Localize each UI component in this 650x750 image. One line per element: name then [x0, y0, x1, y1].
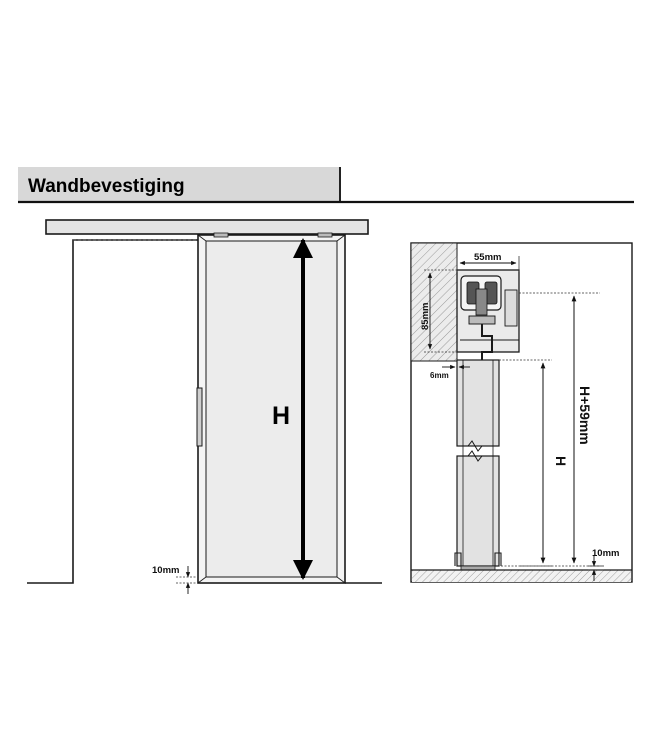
section-view: 55mm 85mm 6mm H H+59mm 10 [410, 242, 633, 583]
door-leaf-lower [456, 455, 500, 567]
rail-profile [456, 269, 520, 353]
total-height-label: H+59mm [577, 386, 593, 445]
width-label: 55mm [474, 252, 501, 263]
door-inner-panel [205, 240, 338, 578]
door-bevel-tr [336, 234, 346, 242]
hanger-nut [468, 315, 496, 325]
door-bevel-bl [197, 576, 207, 584]
wall-gap-label: 6mm [430, 371, 449, 380]
door-leaf-upper [456, 359, 500, 447]
height-label: H [272, 402, 290, 430]
hanger-left [213, 232, 229, 238]
floor-hatch [412, 570, 631, 582]
door-height-label: H [553, 456, 569, 466]
title-bar-fill [18, 167, 340, 202]
door-bevel-tl [197, 234, 207, 242]
page-title: Wandbevestiging [28, 176, 185, 197]
rail-height-label: 85mm [420, 303, 431, 330]
rail-front-lip [504, 289, 518, 327]
section-floor-gap-label: 10mm [592, 548, 619, 559]
front-rail [45, 219, 369, 235]
floor-guide [454, 552, 502, 566]
break-line-top [457, 440, 499, 452]
roller-axle [475, 288, 488, 316]
title-bar: Wandbevestiging [18, 167, 634, 204]
wall-opening-outline [27, 239, 199, 584]
break-line-bottom [457, 450, 499, 462]
front-view: H 10mm [27, 219, 382, 594]
front-floor-gap-label: 10mm [152, 565, 179, 576]
wall-block [410, 242, 458, 362]
door-bevel-br [336, 576, 346, 584]
hanger-right [317, 232, 333, 238]
door-handle [196, 387, 203, 447]
hanger-bracket [481, 324, 493, 360]
